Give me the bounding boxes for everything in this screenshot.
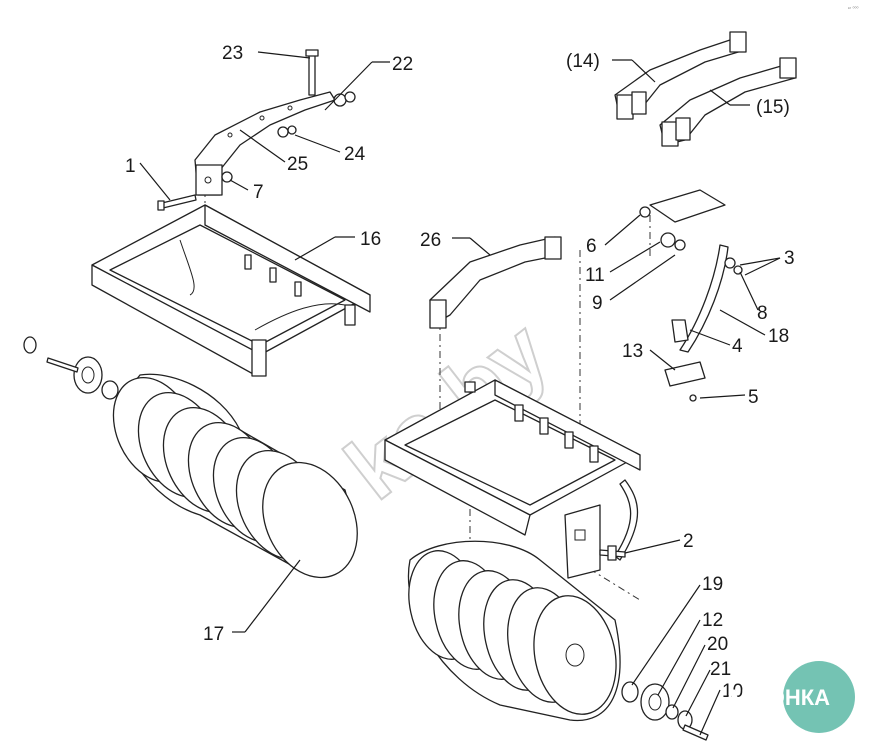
label-9: 9	[592, 293, 603, 314]
part-labels: 23 22 (14) (15) 24 25 1 7 16 26 6 3 11 9…	[125, 43, 795, 702]
bracket-14	[614, 31, 747, 120]
nut-24	[277, 125, 297, 138]
label-5: 5	[748, 387, 759, 408]
label-21: 21	[710, 659, 731, 680]
label-23: 23	[222, 43, 243, 64]
label-16: 16	[360, 229, 381, 250]
logo-text: АГРОНКА	[725, 685, 830, 710]
label-19: 19	[702, 574, 723, 595]
label-4: 4	[732, 336, 743, 357]
label-17: 17	[203, 624, 224, 645]
agronka-logo: АГРОНКА	[725, 661, 855, 733]
label-1: 1	[125, 156, 136, 177]
label-18: 18	[768, 326, 789, 347]
corner-mark: ᵉʳ ⁰⁰⁰	[848, 6, 858, 12]
label-22: 22	[392, 54, 413, 75]
label-2: 2	[683, 531, 694, 552]
label-24: 24	[344, 144, 366, 165]
bolt-1	[157, 194, 197, 211]
logo-circle	[783, 661, 855, 733]
label-8: 8	[757, 303, 768, 324]
label-26: 26	[420, 230, 441, 251]
hub-left	[23, 336, 119, 400]
bracket-25	[194, 91, 336, 196]
label-12: 12	[702, 610, 723, 631]
label-20: 20	[707, 634, 728, 655]
nut-7	[221, 171, 233, 183]
label-11: 11	[585, 265, 605, 286]
bracket-26	[429, 236, 562, 329]
callout-lines	[139, 51, 781, 736]
nut-22	[333, 91, 356, 107]
label-25: 25	[287, 154, 308, 175]
label-10: 10	[722, 681, 743, 702]
label-3: 3	[784, 248, 795, 269]
roller-17	[112, 373, 358, 579]
bracket-15	[659, 57, 797, 147]
label-13: 13	[622, 341, 643, 362]
frame-lower	[384, 379, 641, 579]
label-14: (14)	[566, 51, 600, 72]
frame-16	[91, 204, 371, 377]
label-15: (15)	[756, 97, 790, 118]
hub-right	[621, 681, 709, 741]
label-6: 6	[586, 236, 597, 257]
roller-right	[407, 540, 621, 722]
bolt-2	[599, 545, 626, 561]
label-7: 7	[253, 182, 264, 203]
bolt-23	[305, 49, 319, 96]
plate-assembly	[639, 189, 743, 402]
